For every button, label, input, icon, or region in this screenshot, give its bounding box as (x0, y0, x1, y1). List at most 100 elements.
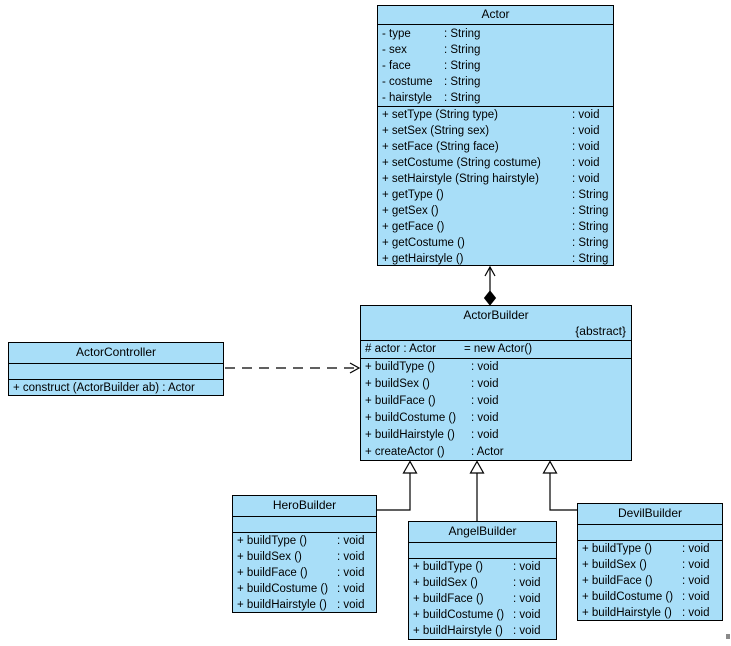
method-row: + buildFace () : void (578, 573, 722, 589)
class-herobuilder[interactable]: HeroBuilder + buildType () : void + buil… (232, 495, 377, 613)
class-angelbuilder-attributes-empty (409, 542, 556, 558)
class-angelbuilder[interactable]: AngelBuilder + buildType () : void + bui… (408, 521, 557, 640)
method-type: : void (682, 591, 710, 603)
method-type: : void (337, 599, 365, 611)
method-type: : void (572, 157, 600, 169)
navigability-arrow-icon (484, 265, 496, 277)
method-row: + createActor () : Actor (361, 444, 631, 461)
class-actorbuilder-header: ActorBuilder {abstract} (361, 306, 631, 340)
method-name: + buildHairstyle () (582, 607, 672, 619)
generalization-devilbuilder[interactable] (542, 460, 578, 511)
method-row: + setCostume (String costume) : void (378, 155, 613, 171)
method-name: + setFace (String face) (382, 141, 499, 153)
method-row: + buildType () : void (578, 541, 722, 557)
method-name: + setType (String type) (382, 109, 499, 121)
method-row: + buildType () : void (361, 359, 631, 376)
class-devilbuilder-attributes-empty (578, 524, 722, 540)
method-type: : void (513, 593, 541, 605)
attribute-row: # actor : Actor = new Actor() (361, 341, 631, 358)
method-name: + construct (ActorBuilder ab) : Actor (13, 382, 195, 394)
method-type: : void (471, 395, 499, 407)
method-type: : void (337, 567, 365, 579)
method-name: + buildType () (582, 543, 652, 555)
method-row: + buildHairstyle () : void (233, 597, 376, 613)
method-row: + buildSex () : void (578, 557, 722, 573)
method-row: + buildFace () : void (233, 565, 376, 581)
class-actorcontroller-attributes-empty (9, 363, 223, 379)
generalization-triangle-icon (542, 460, 558, 474)
generalization-line (549, 473, 577, 511)
method-name: + setHairstyle (String hairstyle) (382, 173, 539, 185)
attribute-row: - costume : String (378, 74, 613, 90)
class-angelbuilder-name: AngelBuilder (448, 524, 517, 538)
class-herobuilder-attributes-empty (233, 516, 376, 532)
method-row: + construct (ActorBuilder ab) : Actor (9, 380, 223, 397)
class-actorcontroller[interactable]: ActorController + construct (ActorBuilde… (8, 342, 224, 396)
method-type: : String (572, 205, 609, 217)
attribute-row: - sex : String (378, 42, 613, 58)
method-name: + getCostume () (382, 237, 465, 249)
method-type: : Actor (471, 446, 504, 458)
method-row: + getHairstyle () : String (378, 251, 613, 267)
method-type: : void (682, 607, 710, 619)
method-row: + buildHairstyle () : void (361, 427, 631, 444)
method-type: : void (572, 141, 600, 153)
class-devilbuilder[interactable]: DevilBuilder + buildType () : void + bui… (577, 503, 723, 621)
method-type: : void (572, 125, 600, 137)
class-actorbuilder[interactable]: ActorBuilder {abstract} # actor : Actor … (360, 305, 632, 461)
method-name: + getFace () (382, 221, 445, 233)
method-row: + setFace (String face) : void (378, 139, 613, 155)
method-type: : void (682, 559, 710, 571)
method-row: + buildHairstyle () : void (578, 605, 722, 621)
method-type: : String (572, 221, 609, 233)
attribute-type: : String (444, 76, 481, 88)
method-type: : void (513, 561, 541, 573)
attribute-type: : String (444, 28, 481, 40)
generalization-line (377, 473, 411, 511)
composition-diamond-icon (483, 290, 497, 306)
method-row: + getType () : String (378, 187, 613, 203)
method-name: + getType () (382, 189, 444, 201)
method-name: + buildFace () (365, 395, 436, 407)
method-row: + getSex () : String (378, 203, 613, 219)
method-row: + buildFace () : void (361, 393, 631, 410)
method-type: : void (513, 577, 541, 589)
generalization-angelbuilder[interactable] (469, 460, 485, 522)
class-herobuilder-methods: + buildType () : void + buildSex () : vo… (233, 532, 376, 613)
class-actor[interactable]: Actor - type : String - sex : String - f… (377, 5, 614, 266)
class-actorbuilder-methods: + buildType () : void + buildSex () : vo… (361, 358, 631, 461)
method-row: + setSex (String sex) : void (378, 123, 613, 139)
method-type: : String (572, 253, 609, 265)
dependency-actorcontroller-to-actorbuilder[interactable] (225, 362, 361, 374)
method-name: + buildHairstyle () (365, 429, 455, 441)
method-row: + setType (String type) : void (378, 107, 613, 123)
method-type: : void (572, 109, 600, 121)
method-name: + buildCostume () (237, 583, 329, 595)
attribute-row: - hairstyle : String (378, 90, 613, 106)
method-type: : void (513, 609, 541, 621)
artifact-mark (726, 634, 730, 639)
method-row: + buildSex () : void (409, 575, 556, 591)
generalization-herobuilder[interactable] (377, 460, 418, 511)
composition-actorbuilder-to-actor[interactable] (483, 265, 497, 306)
method-row: + buildCostume () : void (409, 607, 556, 623)
class-actorbuilder-attributes: # actor : Actor = new Actor() (361, 340, 631, 358)
generalization-triangle-icon (402, 460, 418, 474)
class-actor-attributes: - type : String - sex : String - face : … (378, 24, 613, 106)
attribute-name: - costume (382, 76, 433, 88)
method-row: + getFace () : String (378, 219, 613, 235)
method-row: + setHairstyle (String hairstyle) : void (378, 171, 613, 187)
class-devilbuilder-methods: + buildType () : void + buildSex () : vo… (578, 540, 722, 621)
attribute-name: - face (382, 60, 411, 72)
method-name: + buildHairstyle () (413, 625, 503, 637)
method-name: + buildType () (365, 361, 435, 373)
class-herobuilder-name: HeroBuilder (272, 498, 337, 512)
method-row: + buildCostume () : void (361, 410, 631, 427)
method-type: : void (572, 173, 600, 185)
generalization-triangle-icon (469, 460, 485, 474)
method-row: + buildCostume () : void (233, 581, 376, 597)
dependency-arrow-icon (349, 362, 361, 374)
method-type: : void (471, 412, 499, 424)
method-type: : void (337, 551, 365, 563)
method-type: : String (572, 237, 609, 249)
